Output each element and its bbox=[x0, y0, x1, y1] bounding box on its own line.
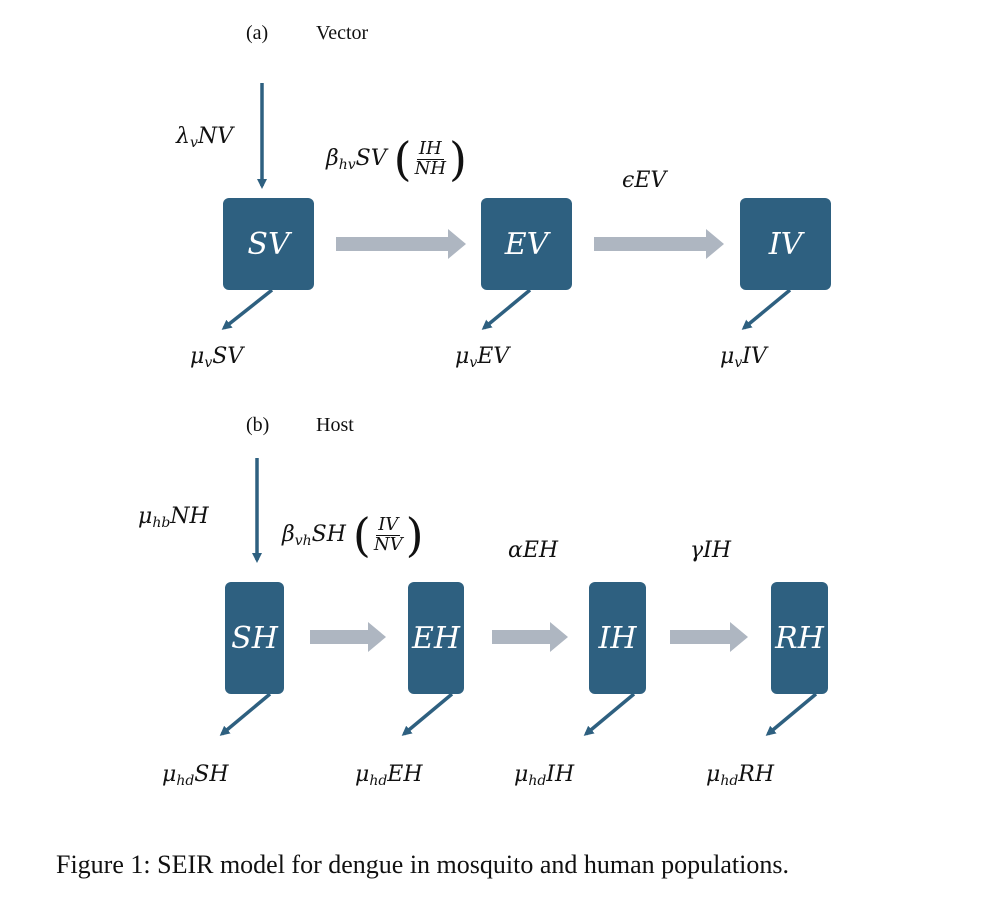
death-rate-iv: μvIV bbox=[720, 344, 767, 371]
recovery-rate-host: γIH bbox=[690, 538, 732, 563]
panel-b-title: Host bbox=[316, 414, 354, 436]
flow-arrow-ih-rh bbox=[670, 622, 748, 652]
compartment-sh: SH bbox=[225, 582, 284, 694]
panel-b-tag: (b) bbox=[246, 414, 270, 436]
death-rate-eh: μhdEH bbox=[355, 762, 423, 789]
compartment-rh: RH bbox=[771, 582, 828, 694]
compartment-eh: EH bbox=[408, 582, 464, 694]
arrow-out-sv bbox=[221, 288, 274, 330]
progression-rate-vector: ϵEV bbox=[622, 168, 667, 193]
panel-a-tag: (a) bbox=[246, 22, 269, 44]
flow-arrow-sh-eh bbox=[310, 622, 386, 652]
progression-rate-host: αEH bbox=[508, 538, 559, 563]
panel-a-title: Vector bbox=[316, 22, 369, 44]
death-rate-rh: μhdRH bbox=[706, 762, 775, 789]
compartment-sv: SV bbox=[223, 198, 314, 290]
compartment-iv: IV bbox=[740, 198, 831, 290]
arrow-out-ih bbox=[583, 692, 636, 736]
recruitment-rate-host: μhbNH bbox=[138, 504, 209, 531]
flow-arrow-ev-iv bbox=[594, 229, 724, 259]
death-rate-ih: μhdIH bbox=[514, 762, 575, 789]
arrow-out-ev bbox=[481, 288, 532, 330]
death-rate-sv: μvSV bbox=[190, 344, 244, 371]
compartment-ih: IH bbox=[589, 582, 646, 694]
recruitment-rate-vector: λvNV bbox=[176, 124, 234, 151]
arrow-out-sh bbox=[219, 692, 272, 736]
death-rate-ev: μvEV bbox=[455, 344, 510, 371]
arrow-out-eh bbox=[401, 692, 454, 736]
flow-arrow-eh-ih bbox=[492, 622, 568, 652]
compartment-ev: EV bbox=[481, 198, 572, 290]
flow-arrow-sv-ev bbox=[336, 229, 466, 259]
figure-caption: Figure 1: SEIR model for dengue in mosqu… bbox=[56, 850, 789, 879]
arrow-out-iv bbox=[741, 288, 792, 330]
arrow-out-rh bbox=[765, 692, 818, 736]
death-rate-sh: μhdSH bbox=[162, 762, 229, 789]
